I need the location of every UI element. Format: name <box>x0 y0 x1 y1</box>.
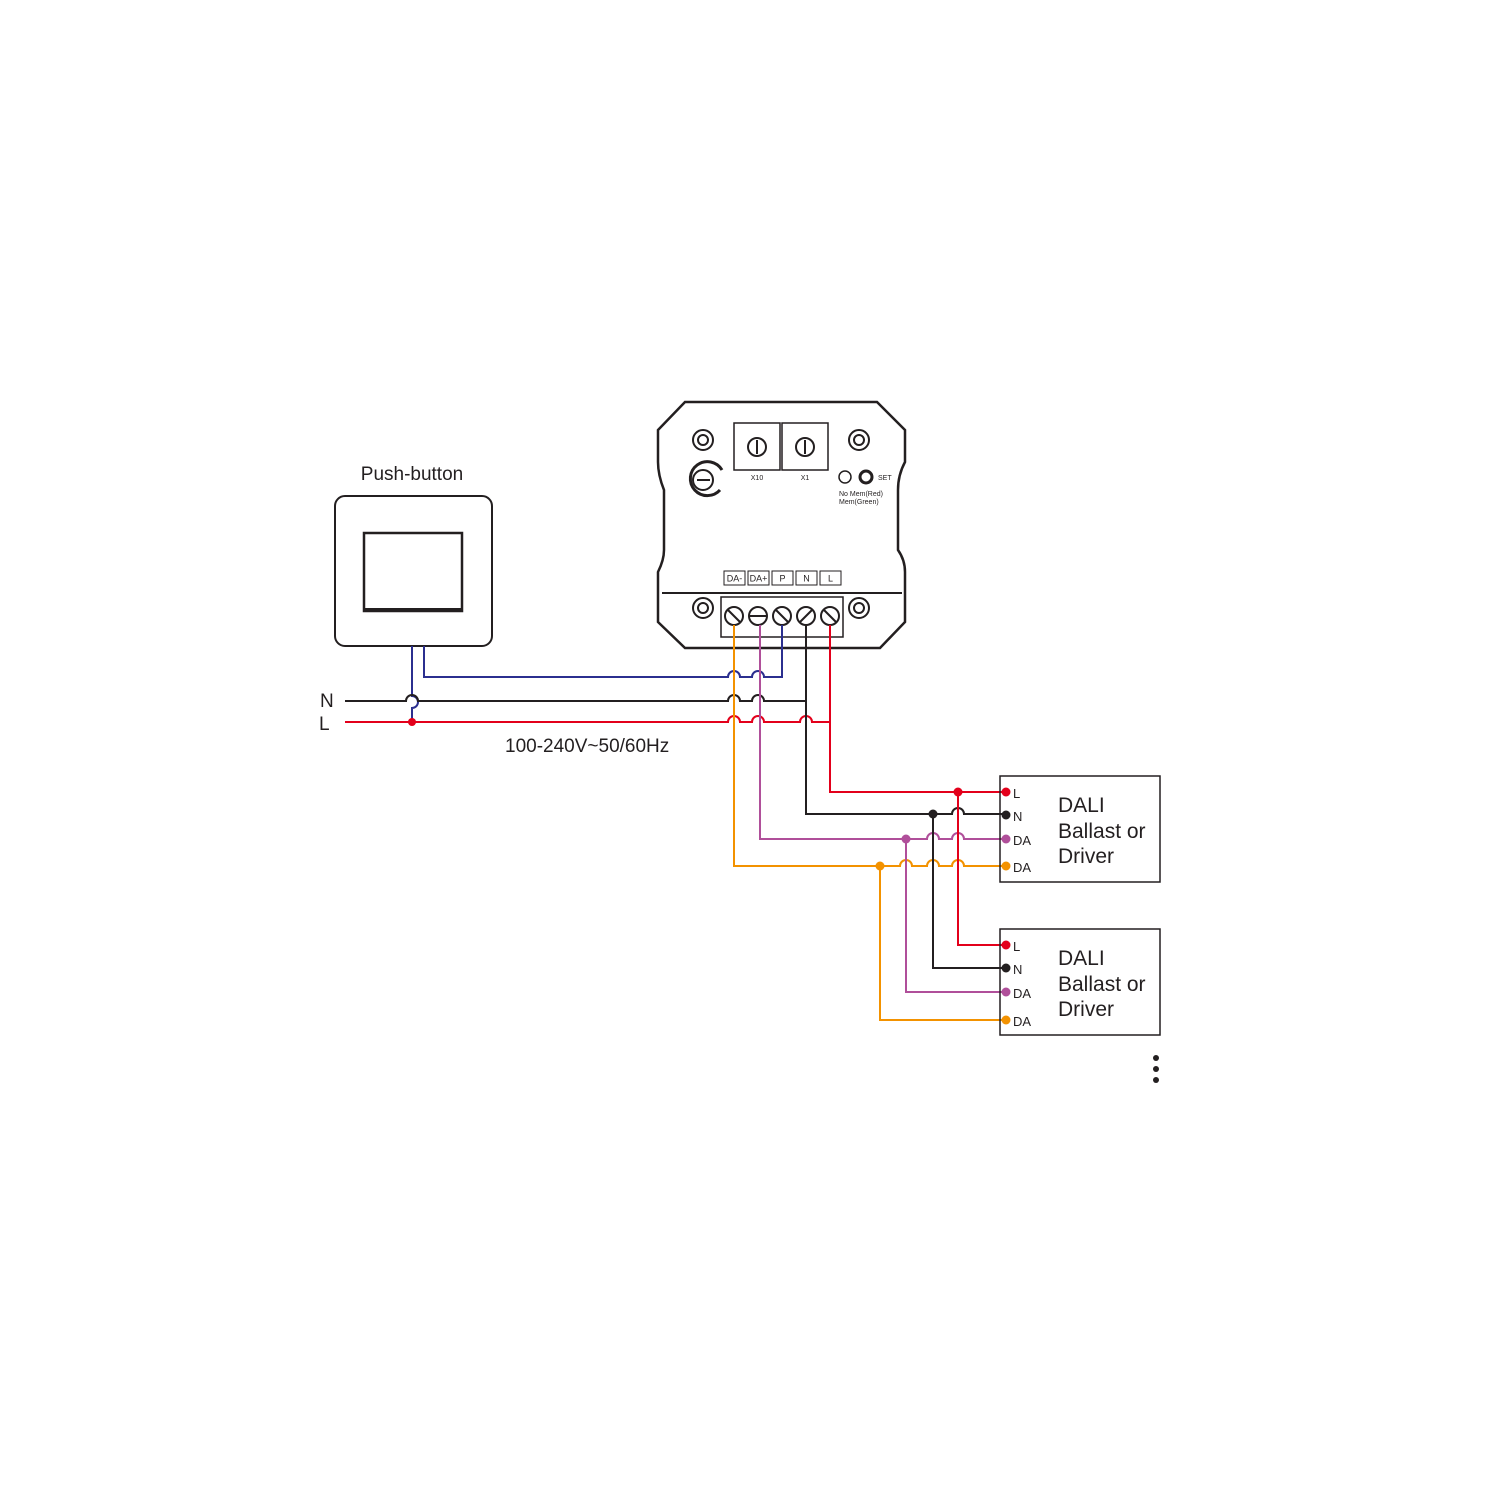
dimmer-knob-icon[interactable] <box>688 460 724 498</box>
mains-n-label: N <box>320 691 334 712</box>
terminal-p: P <box>779 574 785 584</box>
x1-label: X1 <box>801 475 810 482</box>
mains-l-label: L <box>319 714 330 735</box>
push-button-label: Push-button <box>361 464 463 485</box>
dali-driver-1: L N DA DA DALI Ballast or Driver <box>999 775 1161 883</box>
terminal-da-plus: DA+ <box>750 574 768 584</box>
driver-title: DALI <box>1058 947 1105 970</box>
pin-da: DA <box>1013 860 1031 875</box>
driver-title: Ballast or <box>1058 973 1146 996</box>
wire-da-plus <box>759 625 1005 840</box>
wires <box>345 625 1005 1021</box>
pin-n: N <box>1013 962 1022 977</box>
pin-da: DA <box>1013 986 1031 1001</box>
wire-da-minus <box>733 625 1005 867</box>
more-drivers-ellipsis-icon <box>1153 1055 1159 1083</box>
terminal-labels: DA- DA+ P N L <box>723 570 842 586</box>
terminal-l: L <box>828 574 833 584</box>
dali-controller-module: X10 X1 SET No Mem(Red) Mem(Green) DA- DA… <box>656 400 907 650</box>
led-status-green: Mem(Green) <box>839 499 879 506</box>
voltage-label: 100-240V~50/60Hz <box>505 736 669 757</box>
set-button[interactable] <box>858 469 874 485</box>
led-status-red: No Mem(Red) <box>839 491 883 498</box>
terminal-n: N <box>803 574 810 584</box>
wire-mains-n <box>345 694 806 702</box>
dali-driver-2: L N DA DA DALI Ballast or Driver <box>999 928 1161 1036</box>
pin-l: L <box>1013 939 1020 954</box>
pin-da: DA <box>1013 833 1031 848</box>
driver-title: Driver <box>1058 998 1114 1021</box>
set-label: SET <box>878 475 892 482</box>
push-button: Push-button <box>334 464 493 647</box>
terminal-screws <box>724 606 840 626</box>
rotary-switch-x1[interactable]: X1 <box>781 422 829 482</box>
wire-l-out <box>829 625 1005 793</box>
pin-l: L <box>1013 786 1020 801</box>
driver-title: DALI <box>1058 794 1105 817</box>
wire-push-button-p <box>423 625 783 678</box>
rotary-switch-x10[interactable]: X10 <box>733 422 781 482</box>
status-led-icon <box>838 470 852 484</box>
pin-n: N <box>1013 809 1022 824</box>
driver-title: Driver <box>1058 845 1114 868</box>
terminal-da-minus: DA- <box>727 574 743 584</box>
x10-label: X10 <box>751 475 764 482</box>
driver-title: Ballast or <box>1058 820 1146 843</box>
wire-n-out <box>805 625 1005 815</box>
wire-mains-l <box>345 715 830 723</box>
pin-da: DA <box>1013 1014 1031 1029</box>
